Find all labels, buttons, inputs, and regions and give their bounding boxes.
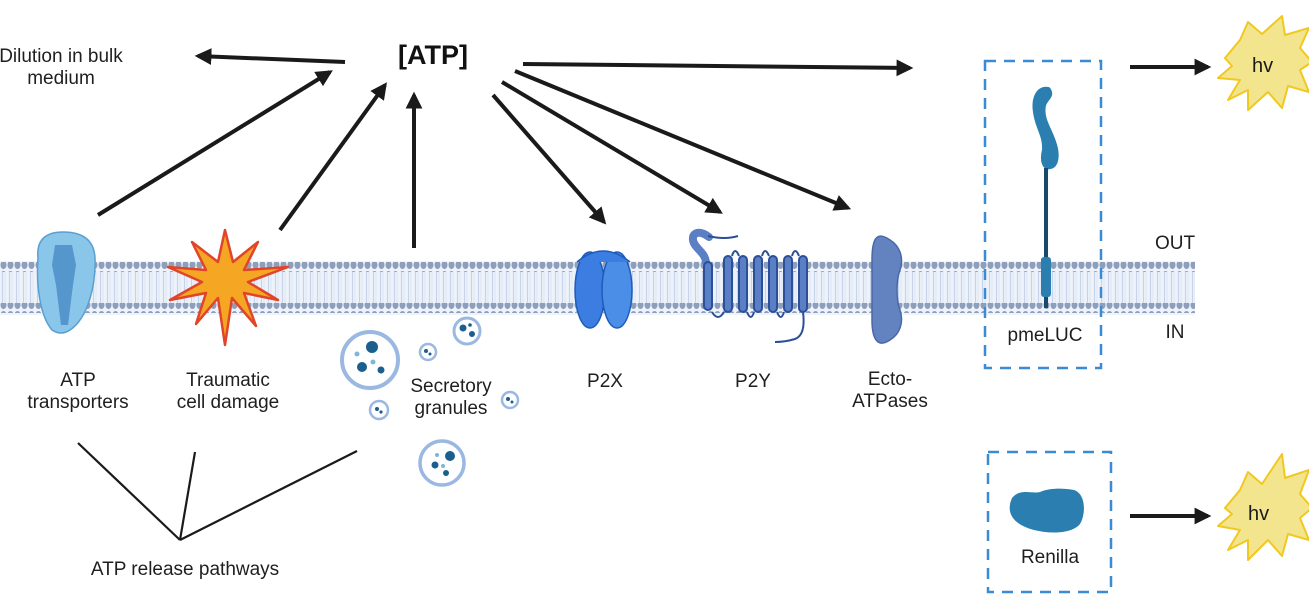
secretory-granules-label-line2: granules <box>414 398 488 419</box>
release-pathways-bracket <box>77 442 358 541</box>
granule-small-a <box>418 342 438 362</box>
secretory-granules-icon <box>340 316 520 487</box>
renilla-box <box>986 450 1113 594</box>
atp-transporters-label-line2: transporters <box>27 392 129 413</box>
light-emission-top-icon: hv <box>1217 15 1309 111</box>
membrane-out-label: OUT <box>1154 233 1196 254</box>
granule-small-b <box>368 399 390 421</box>
arrow-atp-to-p2y <box>500 80 723 214</box>
traumatic-damage-label: Traumatic cell damage <box>158 370 298 414</box>
granule-top-right <box>452 316 482 346</box>
light-emission-bottom-icon: hv <box>1217 453 1309 561</box>
arrows <box>96 48 1212 525</box>
atp-concentration-label: [ATP] <box>398 40 468 70</box>
ecto-atpase-icon <box>871 235 903 344</box>
arrow-atp-to-reporter <box>522 59 914 77</box>
pmeluc-label: pmeLUC <box>1007 325 1083 346</box>
light-emission-bottom-label: hv <box>1248 503 1269 525</box>
arrow-atp-to-ecto <box>514 69 852 211</box>
arrow-atp-to-dilution <box>194 48 346 65</box>
renilla-protein-icon <box>1009 488 1084 533</box>
dilution-label-line1: Dilution in bulk <box>0 46 123 67</box>
ecto-atpases-label: Ecto- ATPases <box>845 369 935 413</box>
atp-transporter-icon <box>36 231 96 334</box>
ecto-atpases-label-line1: Ecto- <box>867 369 913 390</box>
atp-transporters-label-line1: ATP <box>60 370 96 391</box>
arrow-damage-to-atp <box>278 82 387 232</box>
granule-bottom <box>418 439 466 487</box>
ecto-atpases-label-line2: ATPases <box>852 391 928 412</box>
granule-small-c <box>500 390 520 410</box>
traumatic-damage-label-line1: Traumatic <box>186 370 270 391</box>
light-emission-top-label: hv <box>1252 55 1273 77</box>
arrow-atp-to-p2x <box>491 93 607 225</box>
granule-large <box>340 330 400 390</box>
membrane-in-label: IN <box>1165 322 1185 343</box>
pmeluc-box <box>983 59 1103 370</box>
p2x-label: P2X <box>587 371 623 392</box>
arrow-transporters-to-atp <box>96 70 333 217</box>
atp-release-pathways-label: ATP release pathways <box>90 559 280 580</box>
traumatic-damage-label-line2: cell damage <box>176 392 280 413</box>
cell-damage-starburst-icon <box>166 228 290 347</box>
secretory-granules-label-line1: Secretory <box>410 376 492 397</box>
pmeluc-protein-icon <box>1032 86 1059 308</box>
atp-transporters-label: ATP transporters <box>8 370 148 414</box>
p2y-label: P2Y <box>735 371 771 392</box>
p2y-receptor-icon <box>688 228 808 343</box>
renilla-label: Renilla <box>1020 547 1080 568</box>
secretory-granules-label: Secretory granules <box>396 376 506 420</box>
dilution-label-line2: medium <box>27 68 95 89</box>
dilution-label: Dilution in bulk medium <box>0 46 132 90</box>
p2x-receptor-icon <box>574 250 633 329</box>
